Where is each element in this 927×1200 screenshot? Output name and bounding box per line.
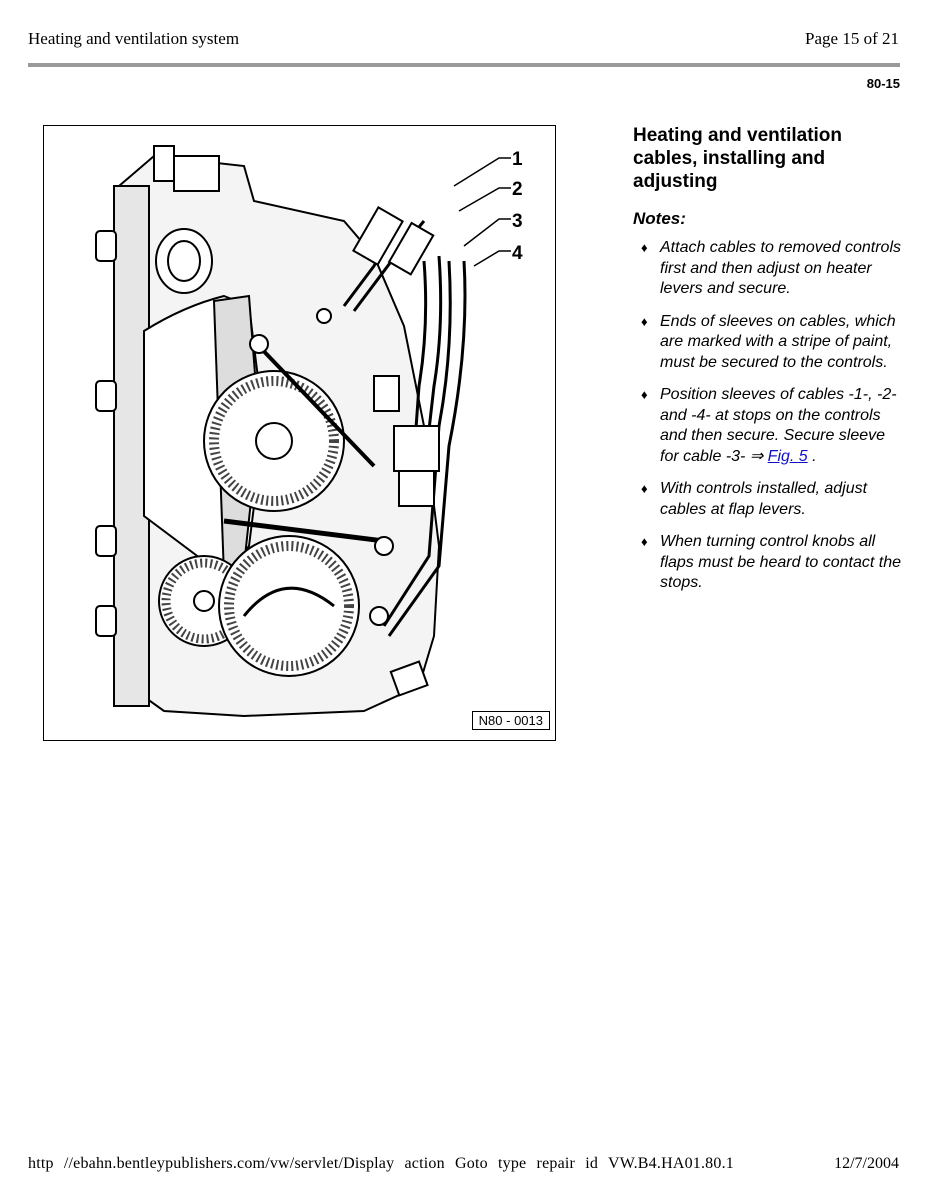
diamond-bullet-icon: ♦	[641, 387, 648, 402]
bullet-text: Position sleeves of cables -1-, -2- and …	[660, 386, 897, 465]
section-title: Heating and ventilation cables, installi…	[633, 125, 843, 192]
page-indicator: Page 15 of 21	[805, 29, 899, 48]
header-title: Heating and ventilation system	[28, 29, 240, 48]
footer-date: 12/7/2004	[834, 1155, 899, 1172]
diamond-bullet-icon: ♦	[641, 481, 648, 496]
diamond-bullet-icon: ♦	[641, 534, 648, 549]
technical-illustration: 1 2 3 4 N80 - 0013	[43, 125, 556, 741]
section-number: 80-15	[866, 76, 900, 91]
diamond-bullet-icon: ♦	[641, 240, 648, 255]
bullet-text: Ends of sleeves on cables, which are mar…	[660, 312, 896, 371]
footer-url: http //ebahn.bentleypublishers.com/vw/se…	[28, 1155, 734, 1172]
bullet-text: With controls installed, adjust cables a…	[660, 480, 868, 518]
notes-list: ♦ Attach cables to removed controls firs…	[633, 238, 903, 594]
list-item: ♦ Ends of sleeves on cables, which are m…	[633, 312, 903, 374]
list-item: ♦ When turning control knobs all flaps m…	[633, 532, 903, 594]
heater-controls-drawing: 1 2 3 4	[95, 145, 523, 718]
diamond-bullet-icon: ♦	[641, 313, 648, 329]
bullet-text: When turning control knobs all flaps mus…	[660, 533, 902, 591]
bullet-text: Attach cables to removed controls first …	[660, 239, 902, 297]
callout-2: 2	[512, 179, 523, 200]
figure-code: N80 - 0013	[471, 711, 550, 730]
notes-label: Notes:	[633, 209, 686, 228]
instructions-column: Heating and ventilation cables, installi…	[633, 124, 903, 606]
list-item: ♦ Position sleeves of cables -1-, -2- an…	[633, 385, 903, 467]
callout-4: 4	[512, 243, 523, 264]
callout-1: 1	[512, 149, 523, 170]
callout-3: 3	[512, 211, 523, 232]
fig-5-link[interactable]: Fig. 5	[767, 447, 808, 465]
list-item: ♦ With controls installed, adjust cables…	[633, 479, 903, 520]
list-item: ♦ Attach cables to removed controls firs…	[633, 238, 903, 300]
bullet-text-end: .	[807, 447, 817, 465]
header-divider	[28, 63, 900, 67]
